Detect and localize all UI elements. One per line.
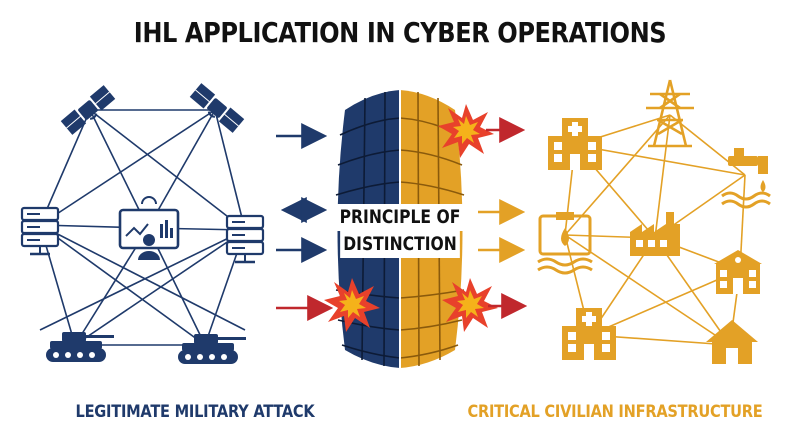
server-icon (225, 214, 265, 264)
principle-label: PRINCIPLE OF DISTINCTION (334, 204, 465, 258)
water-tap-icon (537, 212, 593, 275)
satellite-icon (189, 83, 245, 133)
diagram-title: IHL APPLICATION IN CYBER OPERATIONS (133, 16, 667, 49)
factory-icon (630, 212, 680, 256)
explosion-icon (442, 278, 498, 332)
water-tap-icon (721, 148, 771, 209)
hospital-icon (562, 308, 616, 360)
satellite-icon (60, 85, 116, 135)
explosion-icon (438, 104, 494, 158)
command-monitor-icon (118, 196, 180, 260)
tank-icon (178, 334, 246, 364)
power-tower-icon (646, 79, 694, 148)
principle-label-line2: DISTINCTION (339, 231, 461, 258)
school-icon (714, 250, 762, 294)
military-caption: LEGITIMATE MILITARY ATTACK (75, 402, 315, 422)
explosion-icon (324, 278, 380, 332)
hospital-icon (548, 118, 602, 170)
server-icon (20, 206, 60, 256)
civilian-caption: CRITICAL CIVILIAN INFRASTRUCTURE (467, 402, 763, 422)
principle-label-line1: PRINCIPLE OF (336, 204, 464, 231)
tank-icon (46, 332, 114, 362)
house-icon (706, 320, 758, 364)
